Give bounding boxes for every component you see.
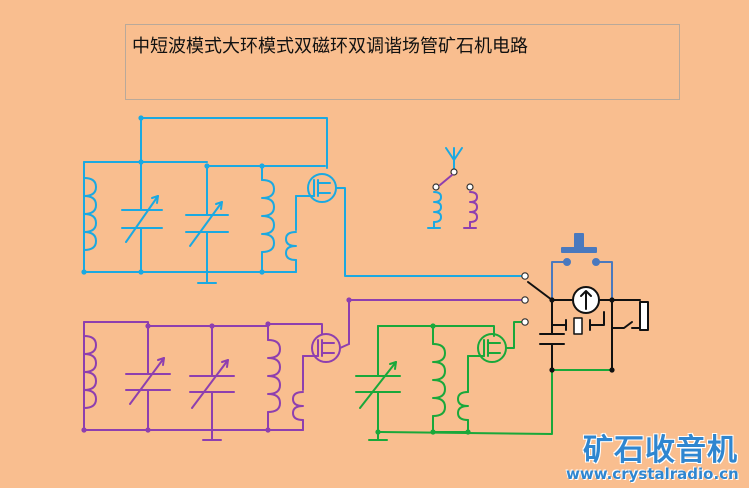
coil-icon bbox=[463, 191, 478, 229]
coil-icon bbox=[457, 391, 469, 421]
coil-icon bbox=[261, 179, 275, 253]
coil-icon bbox=[267, 339, 281, 413]
purple-tuning-stage bbox=[83, 299, 525, 441]
coil-icon bbox=[285, 231, 297, 261]
page-title: 中短波模式大环模式双磁环双调谐场管矿石机电路 bbox=[132, 36, 528, 57]
variable-capacitor-icon bbox=[355, 359, 401, 441]
brand-url: www.crystalradio.cn bbox=[566, 465, 739, 483]
crystal-icon bbox=[551, 311, 605, 335]
variable-capacitor-icon bbox=[189, 359, 235, 441]
fet-icon bbox=[467, 321, 525, 363]
brand-logo: 矿石收音机 bbox=[583, 433, 738, 468]
coil-icon bbox=[292, 391, 304, 421]
blue-tuning-stage bbox=[83, 117, 525, 284]
coil-icon bbox=[83, 177, 97, 251]
coil-icon bbox=[83, 335, 97, 409]
push-button-icon bbox=[561, 233, 597, 253]
antenna-icon bbox=[445, 147, 463, 173]
fet-icon bbox=[302, 333, 350, 363]
earphone-jack-icon bbox=[639, 301, 649, 331]
fet-icon bbox=[295, 173, 337, 203]
coil-icon bbox=[432, 343, 446, 417]
switch-contact-icon bbox=[521, 272, 529, 326]
title-box bbox=[125, 24, 680, 100]
variable-capacitor-icon bbox=[185, 201, 229, 284]
variable-capacitor-icon bbox=[125, 325, 171, 431]
detector-stage bbox=[527, 281, 641, 371]
green-tuning-stage bbox=[355, 321, 613, 441]
variable-capacitor-icon bbox=[121, 161, 163, 273]
coil-icon bbox=[427, 191, 442, 229]
meter-icon bbox=[572, 286, 600, 314]
